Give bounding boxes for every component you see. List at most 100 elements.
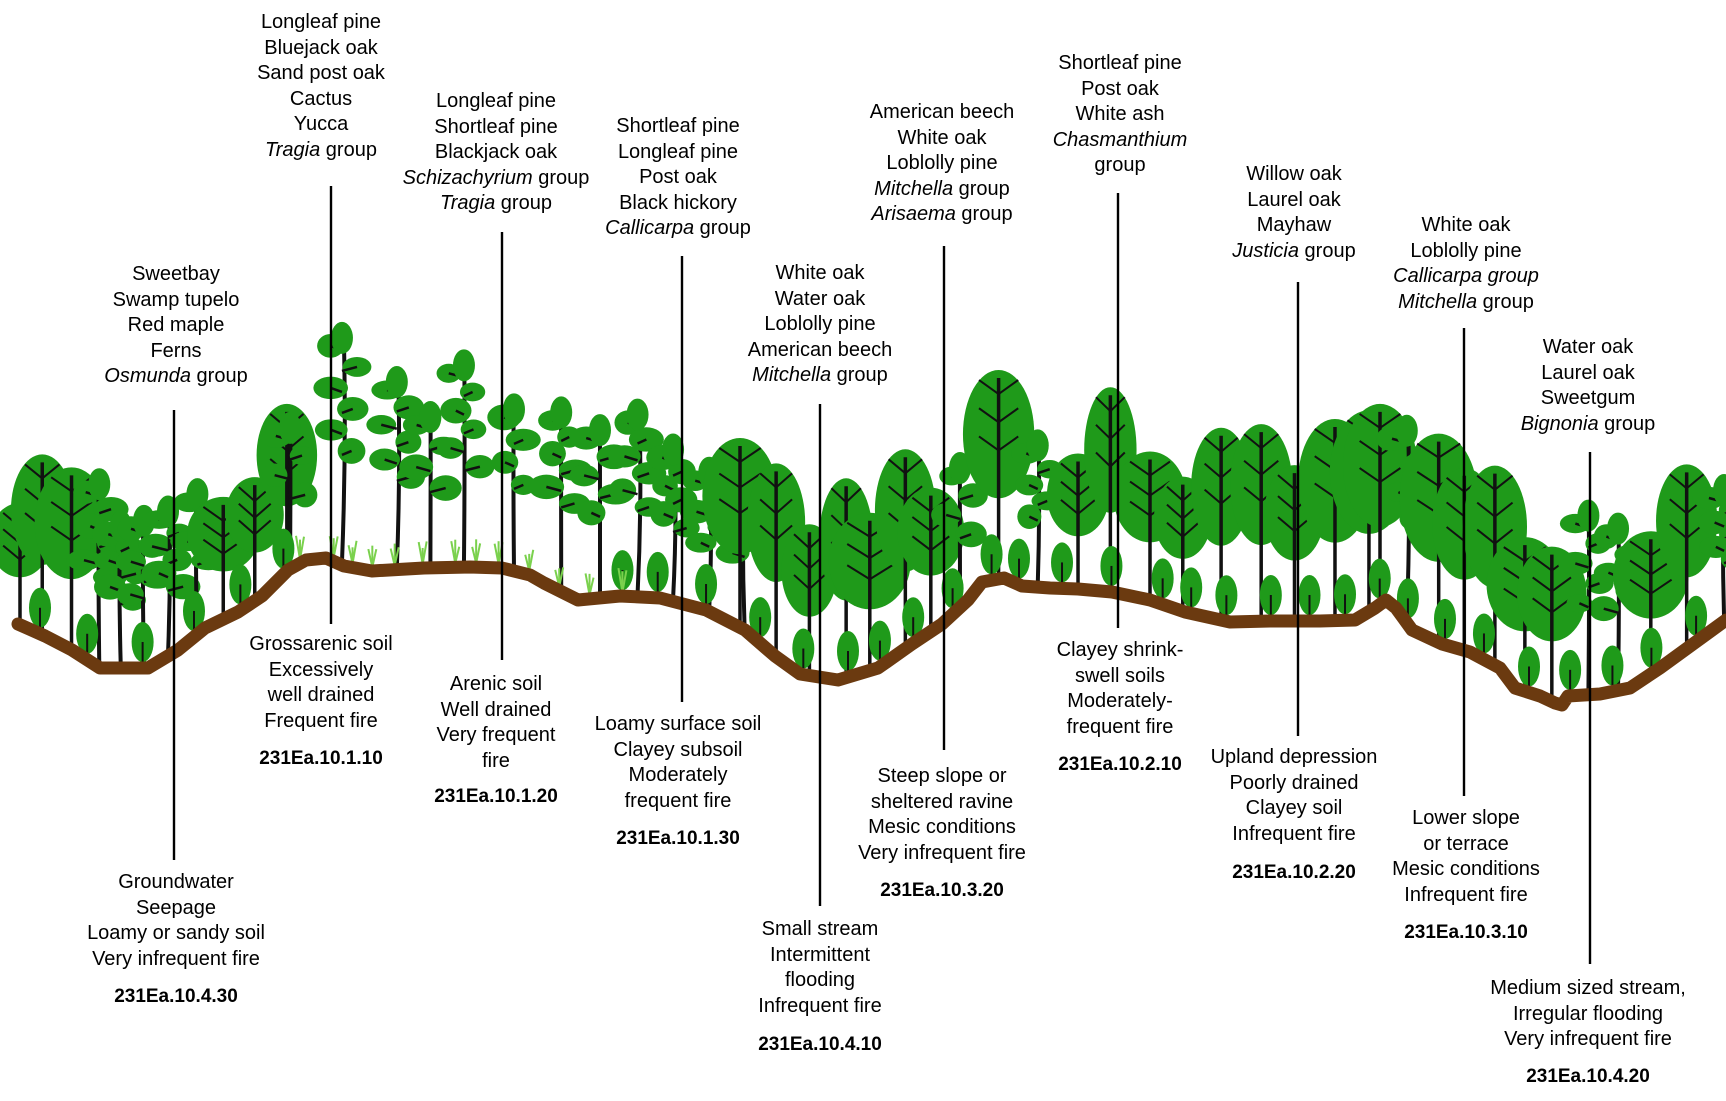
condition-line: Medium sized stream,	[1490, 977, 1686, 999]
species-text: group	[1477, 290, 1534, 313]
pine-tree	[528, 396, 593, 590]
ecological-unit-code-u7: 231Ea.10.2.10	[1058, 754, 1182, 775]
species-line: American beech	[748, 338, 893, 364]
pine-tree	[399, 400, 462, 566]
condition-line: or terrace	[1423, 832, 1509, 855]
grass-tuft	[389, 543, 400, 566]
species-line: Longleaf pine	[605, 140, 751, 166]
species-line: Water oak	[1521, 335, 1656, 361]
species-text: Longleaf pine	[435, 90, 557, 112]
species-text: Laurel oak	[1247, 188, 1341, 211]
species-line: Laurel oak	[1521, 361, 1656, 387]
species-line: Mitchella group	[748, 363, 893, 389]
species-line: Loblolly pine	[870, 151, 1015, 177]
species-text: Shortleaf pine	[434, 115, 558, 138]
condition-line: Moderately	[628, 764, 728, 786]
pine-tree	[608, 398, 667, 595]
ground-profile	[11, 551, 1726, 712]
shrub	[131, 622, 154, 664]
pine-tree	[931, 452, 988, 606]
species-text: Sweetgum	[1540, 387, 1636, 409]
species-text: group	[320, 138, 377, 161]
species-text: group	[1298, 239, 1356, 262]
condition-line: sheltered ravine	[870, 790, 1014, 813]
species-name-italic: Justicia	[1232, 239, 1299, 262]
species-text: Mayhaw	[1256, 214, 1332, 236]
species-text: Shortleaf pine	[616, 115, 740, 137]
species-text: Loblolly pine	[1410, 239, 1522, 262]
species-text: Shortleaf pine	[1058, 52, 1182, 74]
shrub	[695, 564, 718, 607]
condition-line: Very infrequent fire	[858, 841, 1026, 864]
shrub	[792, 628, 815, 671]
species-text: group	[831, 364, 888, 386]
species-line: Bluejack oak	[257, 36, 385, 62]
shrub	[29, 587, 51, 630]
species-line: Chasmanthium	[1053, 128, 1188, 154]
species-text: Bluejack oak	[264, 36, 378, 59]
condition-line: Clayey soil	[1245, 797, 1343, 819]
condition-line: frequent fire	[624, 789, 732, 812]
grass-tuft	[584, 573, 595, 596]
pine-tree	[1558, 499, 1614, 693]
species-line: Post oak	[605, 165, 751, 191]
shrub	[1559, 649, 1582, 692]
pine-tree	[313, 321, 372, 564]
species-line: Red maple	[104, 313, 247, 339]
species-line: Swamp tupelo	[104, 288, 247, 314]
leader-lines	[172, 186, 1592, 964]
condition-line: Loamy or sandy soil	[87, 922, 265, 944]
condition-line: flooding	[784, 969, 856, 991]
species-line: Sand post oak	[257, 61, 385, 87]
species-text: White oak	[775, 262, 865, 284]
pine-tree	[259, 411, 318, 567]
species-text: Sand post oak	[257, 62, 385, 84]
forest-layer	[0, 321, 1726, 700]
ecological-unit-code-u10: 231Ea.10.4.20	[1526, 1066, 1650, 1087]
shrub	[1259, 575, 1282, 617]
shrub	[1151, 558, 1174, 601]
shrub	[980, 534, 1003, 577]
species-line: Tragia group	[257, 138, 385, 164]
species-line: Blackjack oak	[403, 140, 590, 166]
species-text: Water oak	[774, 287, 866, 310]
species-text: Willow oak	[1246, 163, 1342, 185]
pine-tree	[436, 349, 495, 566]
condition-line: Grossarenic soil	[249, 633, 393, 655]
species-text: White oak	[897, 126, 987, 149]
species-line: Laurel oak	[1232, 188, 1355, 214]
shrub	[646, 551, 669, 594]
species-text: Post oak	[1081, 77, 1159, 100]
species-text: Cactus	[289, 87, 353, 110]
condition-line: swell soils	[1074, 664, 1166, 687]
grass-tuft	[347, 540, 358, 564]
grass-tuft	[367, 545, 378, 568]
species-line: group	[1053, 153, 1188, 179]
grass-tuft	[471, 539, 482, 564]
species-name-italic: Callicarpa group	[1393, 265, 1539, 287]
species-text: Swamp tupelo	[112, 288, 240, 311]
species-text: White ash	[1075, 103, 1165, 125]
species-text: group	[495, 192, 552, 214]
grass-tuft	[417, 541, 428, 565]
condition-line: Irregular flooding	[1512, 1002, 1664, 1025]
condition-line: Mesic conditions	[868, 816, 1016, 838]
shrub	[1051, 542, 1074, 585]
shrub	[1298, 575, 1321, 617]
species-line: Post oak	[1053, 77, 1188, 103]
condition-line: Steep slope or	[877, 765, 1007, 787]
species-line: Ferns	[104, 339, 247, 365]
condition-line: Small stream	[761, 918, 879, 940]
species-text: group	[694, 217, 751, 239]
condition-line: Clayey subsoil	[613, 738, 743, 761]
